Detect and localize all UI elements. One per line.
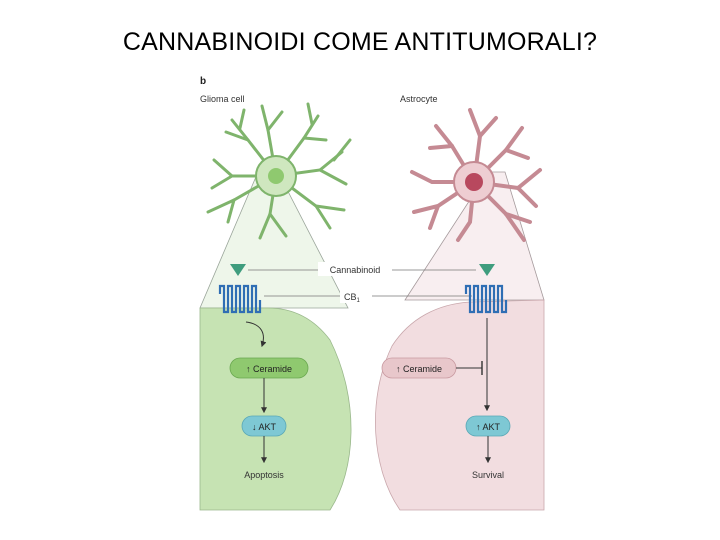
astrocyte-akt-label: ↑ AKT (476, 422, 501, 432)
slide-title: CANNABINOIDI COME ANTITUMORALI? (122, 28, 598, 56)
cb1-label: CB1 (344, 292, 361, 304)
cannabinoid-label: Cannabinoid (330, 265, 381, 275)
astrocyte-cytoplasm (375, 299, 545, 511)
glioma-ceramide-label: ↑ Ceramide (246, 364, 292, 374)
glioma-cannabinoid-icon (230, 264, 246, 276)
astrocyte-cb1-receptor-icon (464, 284, 508, 314)
apoptosis-label: Apoptosis (244, 470, 284, 480)
panel-letter: b (200, 76, 206, 87)
glioma-receptor-arrow (245, 321, 267, 348)
glioma-cb1-receptor-icon (218, 284, 262, 314)
astrocyte-label: Astrocyte (400, 94, 438, 104)
glioma-akt-label: ↓ AKT (252, 422, 277, 432)
glioma-ceramide-node (229, 357, 309, 379)
glioma-cell-label: Glioma cell (200, 94, 245, 104)
glioma-nucleus (268, 168, 284, 184)
astrocyte-nucleus (465, 173, 483, 191)
survival-label: Survival (472, 470, 504, 480)
astrocyte-ceramide-label: ↑ Ceramide (396, 364, 442, 374)
astrocyte-cannabinoid-icon (479, 264, 495, 276)
